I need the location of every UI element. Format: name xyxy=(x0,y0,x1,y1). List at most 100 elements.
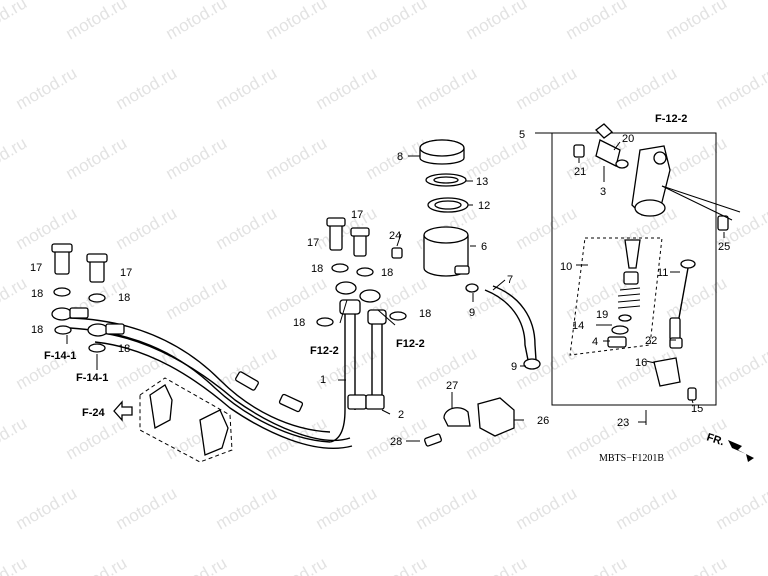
watermark-text: motod.ru xyxy=(63,133,131,183)
watermark-text: motod.ru xyxy=(0,273,30,323)
watermark-text: motod.ru xyxy=(513,203,581,253)
watermark-text: motod.ru xyxy=(113,483,181,533)
callout-26: 26 xyxy=(537,415,549,427)
watermark-text: motod.ru xyxy=(63,0,131,43)
callout-9b: 9 xyxy=(511,361,517,373)
frame-bracket xyxy=(139,377,233,463)
callout-20: 20 xyxy=(622,133,634,145)
callout-17a: 17 xyxy=(30,262,42,274)
callout-18d: 18 xyxy=(118,343,130,355)
callout-28: 28 xyxy=(390,436,402,448)
callout-3: 3 xyxy=(600,186,606,198)
watermark-text: motod.ru xyxy=(13,483,81,533)
watermark-text: motod.ru xyxy=(563,553,631,576)
callout-25: 25 xyxy=(718,241,730,253)
watermark-text: motod.ru xyxy=(0,413,30,463)
watermark-text: motod.ru xyxy=(663,133,731,183)
callout-18h: 18 xyxy=(419,308,431,320)
watermark-text: motod.ru xyxy=(263,413,331,463)
callout-17d: 17 xyxy=(351,209,363,221)
callout-7: 7 xyxy=(507,274,513,286)
callout-19: 19 xyxy=(596,309,608,321)
watermark-text: motod.ru xyxy=(163,553,231,576)
watermark-text: motod.ru xyxy=(463,553,531,576)
watermark-text: motod.ru xyxy=(0,553,30,576)
watermark-text: motod.ru xyxy=(263,0,331,43)
front-arrow xyxy=(728,440,754,462)
watermark-text: motod.ru xyxy=(0,133,30,183)
callout-1: 1 xyxy=(320,374,326,386)
callout-24: 24 xyxy=(389,230,401,242)
callout-16: 16 xyxy=(635,357,647,369)
ref-f24: F-24 xyxy=(82,407,106,419)
ref-f14-1b: F-14-1 xyxy=(76,372,108,384)
watermark-text: motod.ru xyxy=(563,133,631,183)
callout-17c: 17 xyxy=(307,237,319,249)
watermark-text: motod.ru xyxy=(163,0,231,43)
watermark-text: motod.ru xyxy=(413,483,481,533)
watermark-text: motod.ru xyxy=(313,203,381,253)
watermark-text: motod.ru xyxy=(13,63,81,113)
ref-f14-1a: F-14-1 xyxy=(44,350,76,362)
callout-18g: 18 xyxy=(293,317,305,329)
callout-9a: 9 xyxy=(469,307,475,319)
callout-18e: 18 xyxy=(311,263,323,275)
watermark-text: motod.ru xyxy=(113,63,181,113)
watermark-text: motod.ru xyxy=(413,63,481,113)
callout-6: 6 xyxy=(481,241,487,253)
ref-f12-2a: F12-2 xyxy=(310,345,339,357)
master-cylinder-assembly xyxy=(535,123,729,425)
watermark-text: motod.ru xyxy=(213,63,281,113)
callout-23: 23 xyxy=(617,417,629,429)
watermark-text: motod.ru xyxy=(513,483,581,533)
watermark-text: motod.ru xyxy=(263,553,331,576)
watermark-text: motod.ru xyxy=(63,413,131,463)
callout-15: 15 xyxy=(691,403,703,415)
callout-18a: 18 xyxy=(31,288,43,300)
callout-13: 13 xyxy=(476,176,488,188)
watermark-text: motod.ru xyxy=(713,63,768,113)
leader-lines xyxy=(66,141,741,442)
watermark-text: motod.ru xyxy=(313,483,381,533)
f24-arrow xyxy=(113,400,133,422)
diagram-code: MBTS−F1201B xyxy=(599,453,664,464)
watermark-text: motod.ru xyxy=(713,483,768,533)
ref-f12-2b: F12-2 xyxy=(396,338,425,350)
watermark-text: motod.ru xyxy=(263,273,331,323)
watermark-text: motod.ru xyxy=(613,63,681,113)
callout-8: 8 xyxy=(397,151,403,163)
callout-18c: 18 xyxy=(31,324,43,336)
callout-2: 2 xyxy=(398,409,404,421)
callout-11: 11 xyxy=(657,267,668,279)
callout-27: 27 xyxy=(446,380,458,392)
reservoir-assembly xyxy=(391,139,541,437)
watermark-text: motod.ru xyxy=(663,0,731,43)
watermark-text: motod.ru xyxy=(513,343,581,393)
callout-12: 12 xyxy=(478,200,490,212)
watermark-text: motod.ru xyxy=(513,63,581,113)
watermark-text: motod.ru xyxy=(363,553,431,576)
watermark-text: motod.ru xyxy=(363,0,431,43)
watermark-text: motod.ru xyxy=(663,273,731,323)
brake-hose-assembly xyxy=(51,217,442,450)
callout-10: 10 xyxy=(560,261,572,273)
callout-22: 22 xyxy=(645,335,657,347)
watermark-text: motod.ru xyxy=(113,203,181,253)
watermark-text: motod.ru xyxy=(163,133,231,183)
watermark-text: motod.ru xyxy=(213,483,281,533)
watermark-text: motod.ru xyxy=(163,273,231,323)
watermark-text: motod.ru xyxy=(563,0,631,43)
ref-f12-2-top: F-12-2 xyxy=(655,113,687,125)
callout-labels: 1 2 3 4 5 6 7 8 9 9 10 11 12 13 14 15 16… xyxy=(30,113,730,464)
watermark-text: motod.ru xyxy=(613,483,681,533)
callout-14: 14 xyxy=(572,320,584,332)
watermark-text: motod.ru xyxy=(463,0,531,43)
watermark-text: motod.ru xyxy=(663,553,731,576)
watermark-text: motod.ru xyxy=(0,0,30,43)
callout-5: 5 xyxy=(519,129,525,141)
watermark-text: motod.ru xyxy=(713,343,768,393)
callout-4: 4 xyxy=(592,336,598,348)
watermark-text: motod.ru xyxy=(63,553,131,576)
